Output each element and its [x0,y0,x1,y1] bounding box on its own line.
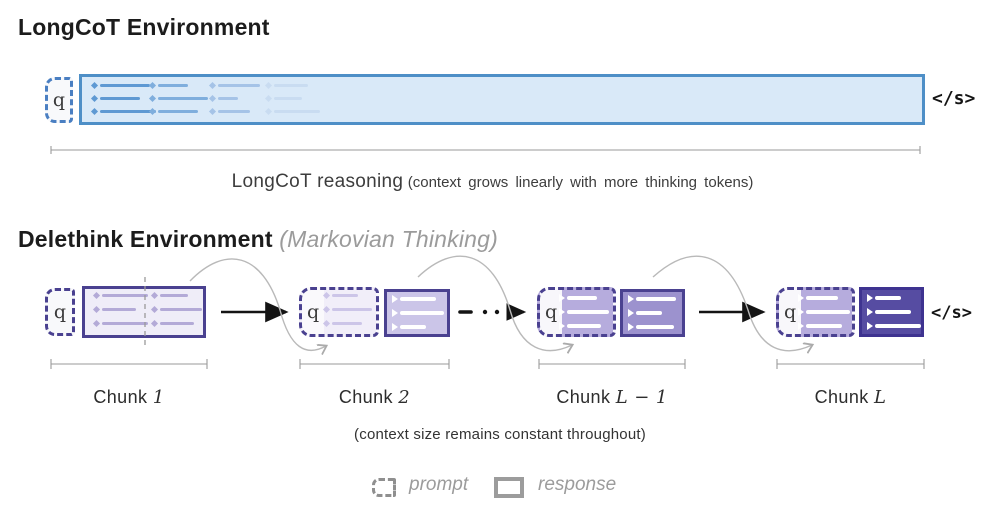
legend-response-label: response [538,474,617,495]
token-line [264,94,302,103]
token-line [150,305,202,314]
token-line [148,81,188,90]
legend-prompt-icon [372,478,396,497]
chunk1-measure-line [50,359,208,369]
chunkL-label: Chunk L [777,387,924,408]
token-line [392,323,426,331]
prompt-q-label: q [307,300,320,323]
delethink-title-row: Delethink Environment (Markovian Thinkin… [18,226,498,253]
token-line [92,291,148,300]
token-line [208,81,260,90]
chunk2-label: Chunk 2 [300,387,449,408]
chunk-label-text: Chunk [814,387,869,407]
token-line [867,308,911,316]
token-line [322,291,358,300]
token-line [150,319,194,328]
token-line [90,107,156,116]
chunk-label-text: Chunk [338,387,393,407]
chunkL1-label: Chunk L − 1 [539,387,685,408]
token-line [628,323,674,331]
token-line [798,308,850,316]
longcot-prompt-box: q [45,77,73,123]
chunk-label-math: 2 [398,387,411,408]
token-line [392,309,444,317]
token-line [150,291,188,300]
chunk-label-math: L [874,387,887,408]
token-line [559,308,609,316]
chunk-label-math: 1 [152,387,165,408]
token-line [322,305,372,314]
chunk-label-math: L − 1 [615,387,668,408]
delethink-title: Delethink Environment [18,226,273,252]
longcot-caption-note: (context grows linearly with more thinki… [407,174,754,191]
chunkL-measure-line [776,359,925,369]
token-line [798,322,842,330]
token-line [559,322,601,330]
prompt-q-label: q [784,300,797,323]
longcot-measure-line [50,146,921,154]
token-line [798,294,838,302]
delethink-subtitle: (Markovian Thinking) [279,226,499,252]
longcot-caption: LongCoT reasoning (context grows linearl… [0,171,985,193]
legend-prompt-label: prompt [409,474,469,495]
chunk1-prompt-box: q [45,288,75,336]
legend-response-icon [494,477,524,498]
prompt-q-label: q [53,300,67,323]
token-line [208,94,238,103]
chunk-label-text: Chunk [93,387,148,407]
chunk1-label: Chunk 1 [51,387,207,408]
delethink-eos-token: </s> [931,303,972,323]
token-line [867,322,921,330]
token-line [628,309,662,317]
delethink-caption: (context size remains constant throughou… [354,426,646,443]
token-line [92,305,136,314]
longcot-eos-token: </s> [932,88,976,109]
token-line [90,94,140,103]
ellipsis-separator [458,303,527,321]
token-line [264,107,320,116]
token-line [867,294,901,302]
longcot-caption-main: LongCoT reasoning [231,171,404,192]
token-line [322,319,362,328]
token-line [559,294,597,302]
token-line [628,295,676,303]
chunkL1-measure-line [538,359,686,369]
prompt-q-label: q [52,88,66,111]
token-line [264,81,308,90]
chunk2-measure-line [299,359,450,369]
token-line [148,94,208,103]
token-line [208,107,250,116]
longcot-title: LongCoT Environment [18,14,270,40]
prompt-q-label: q [545,300,558,323]
token-line [90,81,150,90]
token-line [148,107,198,116]
token-line [392,295,436,303]
token-line [92,319,148,328]
chunk-label-text: Chunk [556,387,611,407]
